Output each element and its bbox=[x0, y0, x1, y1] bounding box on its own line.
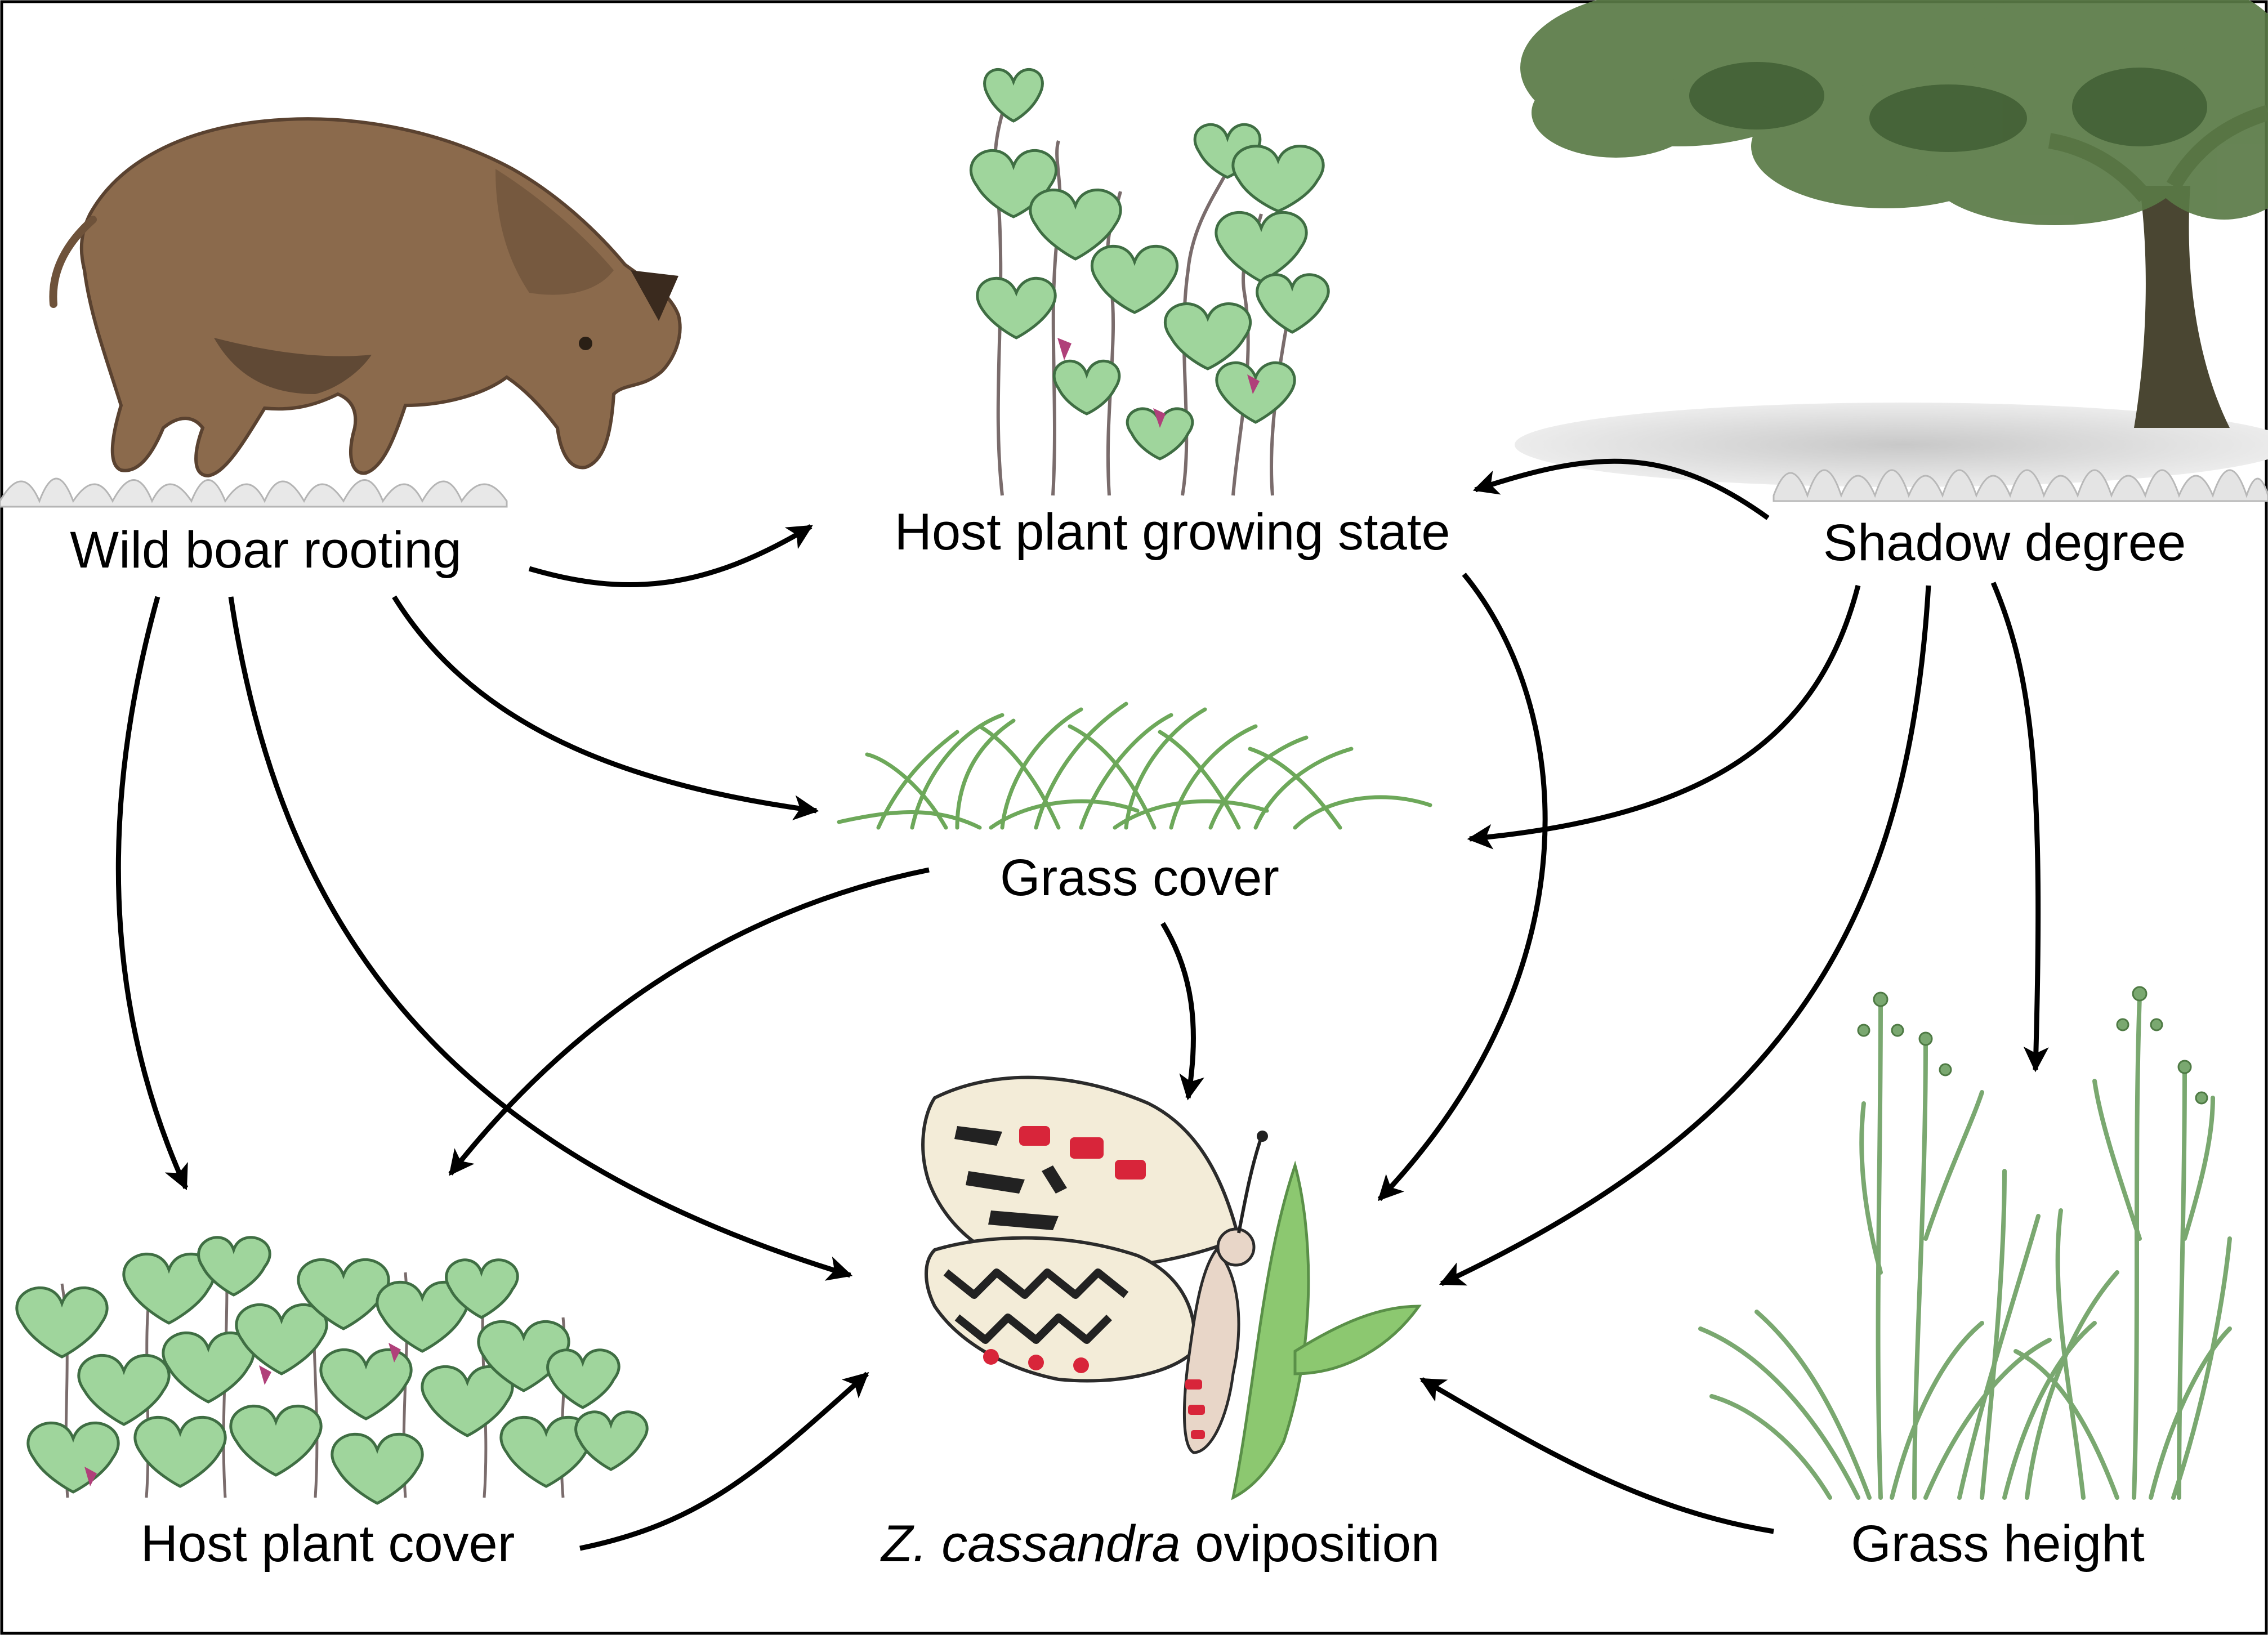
oviposition-word: oviposition bbox=[1181, 1515, 1440, 1573]
arrow-boar-to-grass-cover bbox=[392, 595, 819, 821]
grass-height-illustration bbox=[1698, 994, 2232, 1500]
node-label-wild-boar-rooting: Wild boar rooting bbox=[70, 521, 461, 579]
node-label-host-plant-growing-state: Host plant growing state bbox=[895, 503, 1450, 561]
node-label-grass-cover: Grass cover bbox=[1000, 849, 1279, 906]
node-label-host-plant-cover: Host plant cover bbox=[141, 1515, 515, 1573]
arrow-grass-height-to-oviposition bbox=[1419, 1377, 1774, 1534]
arrow-boar-to-oviposition bbox=[228, 596, 853, 1281]
node-label-z-cassandra-oviposition: Z. cassandra oviposition bbox=[880, 1515, 1440, 1573]
arrow-shadow-to-grass-cover bbox=[1467, 584, 1861, 850]
node-label-shadow-degree: Shadow degree bbox=[1823, 514, 2186, 571]
arrow-shadow-to-grass-height bbox=[1990, 582, 2049, 1073]
arrow-shadow-to-oviposition bbox=[1439, 585, 1931, 1286]
causal-arrows bbox=[115, 458, 2049, 1551]
arrow-shadow-to-host-growing bbox=[1472, 458, 1770, 520]
wild-boar-illustration bbox=[0, 117, 682, 508]
shade-tree-illustration bbox=[1515, 0, 2268, 502]
grass-seed-heads bbox=[1857, 986, 2208, 1105]
arrow-host-growing-to-oviposition bbox=[1377, 573, 1548, 1201]
zerynthia-butterfly-illustration bbox=[921, 1075, 1422, 1500]
node-label-grass-height: Grass height bbox=[1851, 1515, 2145, 1573]
arrow-grass-cover-to-oviposition bbox=[1160, 922, 1204, 1101]
grass-cover-illustration bbox=[837, 702, 1432, 830]
species-name-italic: Z. cassandra bbox=[880, 1515, 1181, 1573]
host-plant-cover-illustration bbox=[15, 1236, 649, 1505]
arrow-grass-cover-to-host-cover bbox=[448, 867, 930, 1176]
host-plant-growing-illustration bbox=[969, 68, 1330, 496]
arrow-host-cover-to-oviposition bbox=[579, 1372, 869, 1551]
arrow-boar-to-host-growing bbox=[528, 524, 813, 588]
arrow-boar-to-host-cover bbox=[115, 596, 189, 1191]
